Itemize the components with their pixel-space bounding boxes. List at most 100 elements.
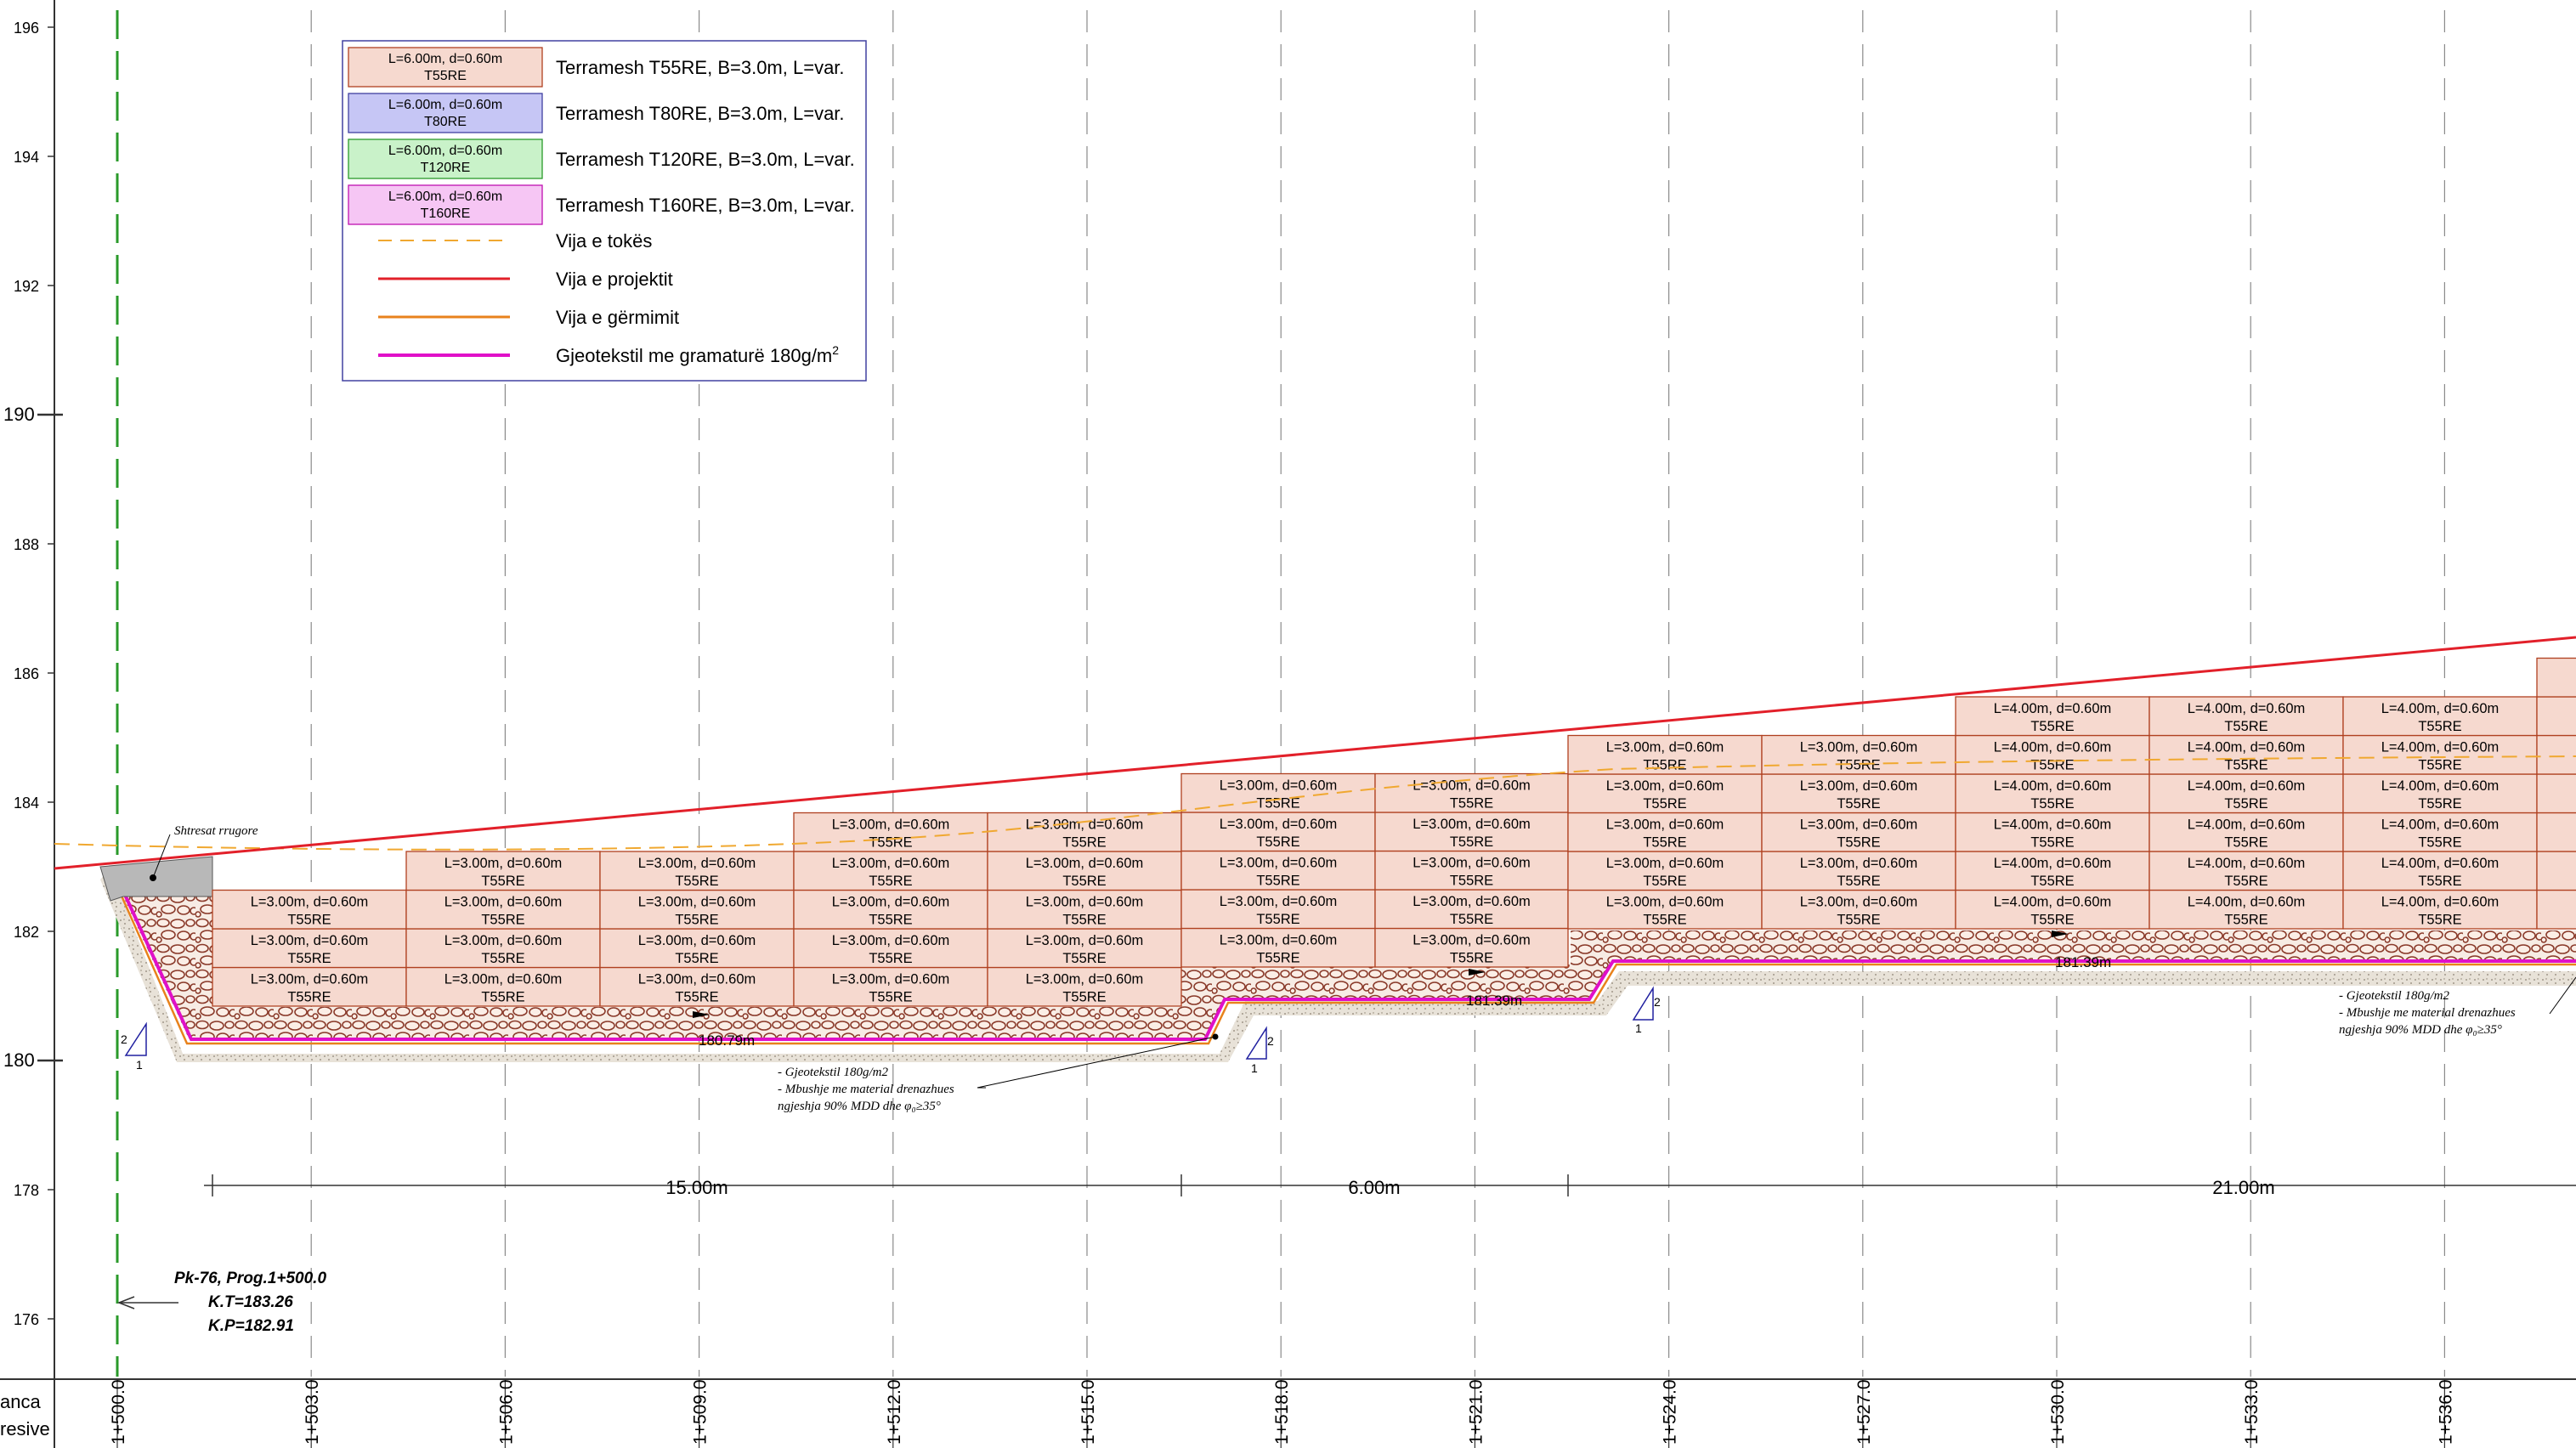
geotextile-line [123, 894, 2576, 1041]
terramesh-block-type: T55RE [2224, 758, 2267, 773]
terramesh-block-type: T55RE [1062, 951, 1106, 966]
terramesh-block-type: T55RE [1256, 834, 1299, 850]
terramesh-block-size: L=3.00m, d=0.60m [1026, 933, 1144, 948]
terramesh-block-size: L=4.00m, d=0.60m [2575, 663, 2576, 678]
terramesh-block [987, 928, 1182, 969]
terramesh-block-size: L=3.00m, d=0.60m [1220, 856, 1338, 871]
terramesh-block-size: L=3.00m, d=0.60m [1800, 856, 1918, 871]
terramesh-block-size: L=4.00m, d=0.60m [2381, 895, 2500, 910]
terramesh-block-size: L=3.00m, d=0.60m [1606, 817, 1724, 833]
terramesh-block [987, 889, 1182, 930]
terramesh-block-size: L=4.00m, d=0.60m [1994, 817, 2112, 833]
terramesh-block-type: T55RE [1256, 874, 1299, 889]
terramesh-block-type: T55RE [1450, 912, 1493, 927]
terramesh-block [2536, 889, 2576, 930]
terramesh-block-size: L=4.00m, d=0.60m [2188, 856, 2306, 871]
terramesh-block [599, 966, 795, 1007]
legend-swatch-type: T80RE [424, 115, 467, 129]
terramesh-block-type: T55RE [2030, 913, 2074, 928]
terramesh-block-size: L=3.00m, d=0.60m [1413, 856, 1531, 871]
terramesh-block-type: T55RE [287, 951, 331, 966]
y-tick-label: 196 [14, 20, 39, 37]
legend-swatch-type: T160RE [421, 206, 471, 221]
terramesh-block [1374, 850, 1569, 891]
note-geotextile-1: - Gjeotekstil 180g/m2 [778, 1066, 888, 1079]
legend-line-label: Gjeotekstil me gramaturë 180g/m2 [556, 343, 839, 366]
note-fill-2: - Mbushje me material drenazhues [2339, 1006, 2516, 1020]
terramesh-block-type: T55RE [287, 990, 331, 1005]
station-label: 1+533.0 [2242, 1380, 2262, 1445]
y-tick-label: 194 [14, 149, 39, 166]
terramesh-block-type: T55RE [675, 990, 718, 1005]
terramesh-block-size: L=3.00m, d=0.60m [1026, 895, 1144, 910]
terramesh-block-size: L=3.00m, d=0.60m [1026, 856, 1144, 871]
terramesh-block-type: T55RE [1837, 758, 1880, 773]
legend-swatch-type: T55RE [424, 69, 467, 83]
legend-item-label: Terramesh T160RE, B=3.0m, L=var. [556, 195, 855, 216]
terramesh-block-type: T55RE [1837, 835, 1880, 851]
terramesh-block-type: T55RE [675, 874, 718, 889]
station-label: 1+524.0 [1661, 1380, 1680, 1445]
terramesh-block [2149, 696, 2344, 737]
terramesh-block [1761, 734, 1956, 775]
terramesh-block-type: T55RE [2224, 874, 2267, 889]
terramesh-block-size: L=3.00m, d=0.60m [832, 856, 950, 871]
terramesh-block [1180, 927, 1376, 968]
terramesh-block [2536, 734, 2576, 775]
terramesh-block-size: L=3.00m, d=0.60m [638, 895, 756, 910]
ground-line [54, 755, 2576, 851]
y-tick-label: 180 [3, 1049, 35, 1071]
terramesh-block [1567, 734, 1763, 775]
legend-item-label: Terramesh T120RE, B=3.0m, L=var. [556, 149, 855, 170]
legend-line-label: Vija e tokës [556, 230, 652, 252]
terramesh-block-size: L=4.00m, d=0.60m [2575, 740, 2576, 755]
svg-text:2: 2 [121, 1032, 127, 1046]
terramesh-block-type: T55RE [481, 913, 524, 928]
svg-text:2: 2 [1267, 1034, 1274, 1048]
station-note-line1: Pk-76, Prog.1+500.0 [174, 1270, 326, 1287]
station-label: 1+518.0 [1272, 1380, 1292, 1445]
terramesh-block-size: L=4.00m, d=0.60m [1994, 740, 2112, 755]
elevation-label-a: 180.79m [699, 1032, 755, 1049]
terramesh-block-type: T55RE [675, 951, 718, 966]
note-compaction-1: ngjeshja 90% MDD dhe φ₀≥35° [778, 1100, 941, 1113]
note-geotextile-2: - Gjeotekstil 180g/m2 [2339, 989, 2449, 1003]
terramesh-block-type: T55RE [1643, 758, 1686, 773]
terramesh-block-type: T55RE [1643, 913, 1686, 928]
terramesh-block-size: L=4.00m, d=0.60m [2381, 778, 2500, 794]
dimension-line: 15.00m 6.00m 21.00m [204, 1174, 2576, 1198]
dimension-15m: 15.00m [665, 1177, 728, 1198]
terramesh-block-size: L=3.00m, d=0.60m [1606, 740, 1724, 755]
terramesh-block-size: L=4.00m, d=0.60m [2381, 856, 2500, 871]
terramesh-block-size: L=4.00m, d=0.60m [2575, 856, 2576, 871]
terramesh-block [2149, 812, 2344, 852]
station-note: Pk-76, Prog.1+500.0 K.T=183.26 K.P=182.9… [116, 1270, 326, 1335]
y-tick-label: 176 [14, 1311, 39, 1328]
terramesh-block [1567, 812, 1763, 852]
road-layer-label: Shtresat rrugore [174, 824, 258, 838]
terramesh-block-type: T55RE [869, 874, 912, 889]
terramesh-block-size: L=3.00m, d=0.60m [1606, 895, 1724, 910]
terramesh-block [2536, 851, 2576, 891]
legend-swatch [348, 184, 543, 225]
terramesh-block-size: L=3.00m, d=0.60m [832, 972, 950, 987]
slope-indicator-1: 2 1 [121, 1021, 147, 1072]
station-label: 1+515.0 [1079, 1380, 1098, 1445]
terramesh-block [2536, 696, 2576, 737]
terramesh-block-size: L=3.00m, d=0.60m [1800, 817, 1918, 833]
terramesh-block [2149, 734, 2344, 775]
station-label: 1+512.0 [885, 1380, 904, 1445]
terramesh-block-size: L=3.00m, d=0.60m [1026, 972, 1144, 987]
terramesh-block [1761, 812, 1956, 852]
y-tick-label: 182 [14, 924, 39, 941]
svg-text:1: 1 [136, 1058, 143, 1072]
terramesh-block-size: L=3.00m, d=0.60m [1220, 933, 1338, 948]
terramesh-block [405, 966, 601, 1007]
y-tick-label: 192 [14, 278, 39, 295]
terramesh-block-size: L=4.00m, d=0.60m [2575, 817, 2576, 833]
terramesh-block-type: T55RE [869, 951, 912, 966]
terramesh-block [1180, 850, 1376, 891]
terramesh-block-type: T55RE [2030, 719, 2074, 734]
